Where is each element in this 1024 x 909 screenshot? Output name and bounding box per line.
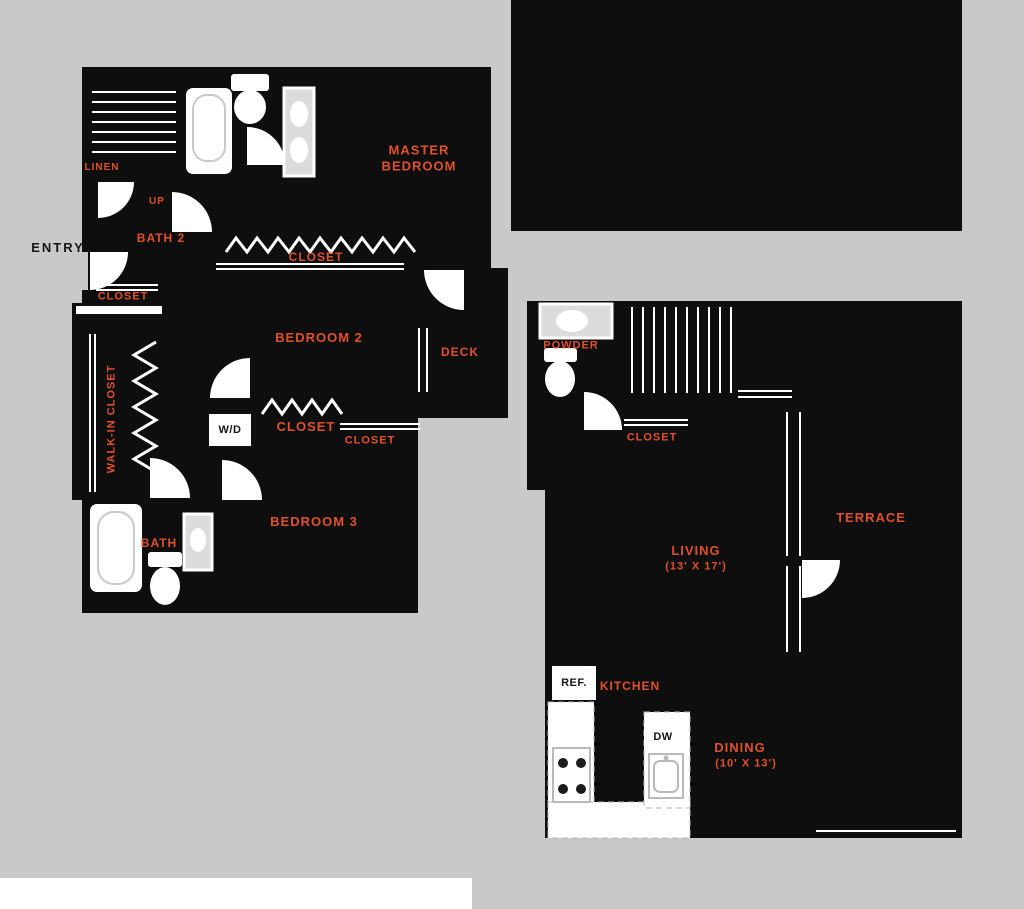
bathtub-upper bbox=[186, 88, 232, 174]
living-dimensions: (13' X 17') bbox=[665, 560, 727, 573]
stairs-down bbox=[631, 307, 732, 393]
toilet-door-swing bbox=[247, 127, 285, 165]
stair-closet-rod bbox=[624, 419, 688, 426]
toilet-lower bbox=[148, 552, 182, 605]
double-vanity-sinks bbox=[282, 86, 316, 178]
lower-floor-mass bbox=[527, 301, 962, 838]
adjacent-unit-mass bbox=[511, 0, 962, 231]
stairs-up-label: UP bbox=[149, 196, 165, 207]
linen-label: LINEN bbox=[84, 162, 120, 173]
powder-toilet bbox=[544, 348, 577, 397]
entry-closet-label: CLOSET bbox=[97, 290, 149, 303]
kitchen-label: KITCHEN bbox=[599, 678, 661, 693]
bath2-door-swing bbox=[172, 192, 212, 232]
living-label: LIVING bbox=[671, 543, 721, 559]
stairs-up bbox=[92, 91, 176, 153]
bedroom2-closet-label: CLOSET bbox=[276, 419, 336, 435]
powder-vanity-sink bbox=[538, 302, 614, 340]
deck-label: DECK bbox=[440, 344, 480, 359]
bath-label: BATH bbox=[140, 535, 178, 550]
bedroom2-label: BEDROOM 2 bbox=[275, 330, 363, 346]
master-door-swing bbox=[424, 270, 464, 310]
living-ledge bbox=[738, 390, 792, 398]
powder-door-swing bbox=[584, 392, 622, 430]
bathtub-lower bbox=[90, 504, 142, 592]
entry-label: ENTRY bbox=[31, 240, 85, 256]
refrigerator-box: REF. bbox=[552, 666, 596, 700]
hall-closet-hangers bbox=[216, 235, 417, 270]
linen-door-swing bbox=[98, 182, 134, 218]
bath2-label: BATH 2 bbox=[136, 230, 186, 245]
stove-range bbox=[552, 747, 591, 803]
toilet-upper bbox=[231, 74, 269, 124]
master-bedroom-line1: MASTER bbox=[388, 142, 450, 158]
dining-label: DINING bbox=[714, 740, 766, 756]
walk-in-door-swing bbox=[150, 458, 190, 498]
powder-label: POWDER bbox=[543, 339, 599, 352]
entry-door-swing bbox=[90, 252, 128, 290]
dining-dimensions: (10' X 13') bbox=[715, 757, 777, 770]
page-edge bbox=[0, 878, 472, 909]
walk-in-closet-rod bbox=[89, 334, 159, 492]
bedroom3-door-swing bbox=[222, 460, 262, 500]
entry-door-opening bbox=[76, 252, 88, 290]
walk-in-closet-label: WALK-IN CLOSET bbox=[105, 364, 118, 474]
bedroom2-closet-hangers bbox=[260, 397, 420, 430]
washer-dryer-label: W/D bbox=[218, 424, 242, 436]
vanity-sink-lower bbox=[182, 512, 214, 572]
bedroom2-door-swing bbox=[210, 358, 250, 398]
deck-slider-door bbox=[418, 328, 428, 392]
master-bedroom-label: MASTER BEDROOM bbox=[382, 142, 457, 173]
kitchen-sink bbox=[648, 753, 684, 799]
terrace-door-swing bbox=[802, 560, 840, 598]
terrace-wall bbox=[786, 412, 956, 832]
washer-dryer-box: W/D bbox=[209, 414, 251, 446]
hall-closet-label: CLOSET bbox=[288, 249, 344, 264]
terrace-label: TERRACE bbox=[836, 510, 906, 526]
dishwasher-label: DW bbox=[653, 730, 673, 743]
refrigerator-label: REF. bbox=[561, 677, 587, 689]
bedroom3-label: BEDROOM 3 bbox=[270, 514, 358, 530]
master-bedroom-line2: BEDROOM bbox=[381, 158, 457, 173]
bedroom3-closet-label: CLOSET bbox=[344, 434, 396, 447]
stair-closet-label: CLOSET bbox=[626, 431, 678, 444]
entry-closet-rod bbox=[76, 284, 162, 314]
dishwasher-box: DW bbox=[644, 723, 682, 750]
